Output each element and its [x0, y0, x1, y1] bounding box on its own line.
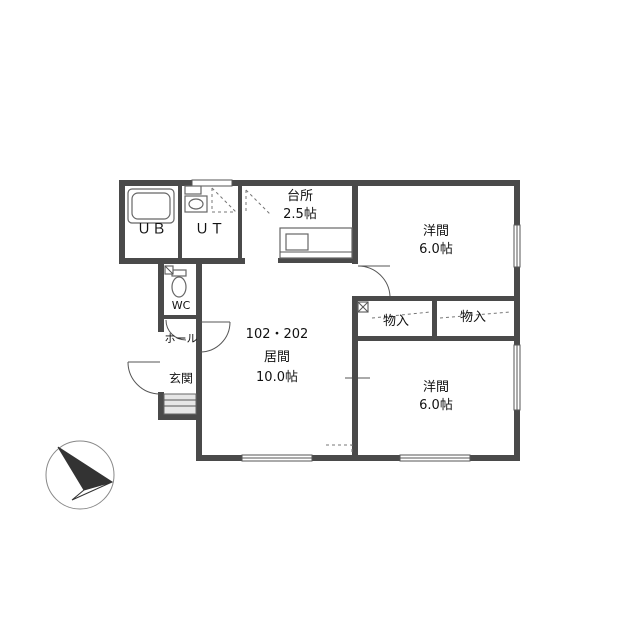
north-arrow: [45, 440, 115, 510]
walls: [119, 180, 520, 461]
unit-number: 102・202: [245, 326, 309, 342]
room-label-unit-bath: ＵＢ: [137, 221, 167, 238]
windows: [191, 179, 521, 462]
washbasin: [184, 185, 237, 213]
room-label-storage-left: 物入: [382, 313, 410, 329]
living-right-wall: [352, 296, 358, 460]
bath-bottom-wall: [119, 258, 245, 264]
room-label-hall: ホール: [164, 332, 198, 346]
room-label-bedroom-bottom: 洋間: [422, 379, 450, 395]
wc-bottom-wall: [160, 315, 200, 319]
outer-wall-right: [514, 180, 520, 460]
bath-divider-wall: [178, 184, 182, 260]
bath-left-wall: [119, 180, 125, 262]
kitchen-bottom-wall: [278, 258, 358, 263]
closet-divider-wall: [432, 296, 437, 341]
living-left-wall: [196, 262, 202, 460]
window-ut: [191, 179, 233, 187]
outer-wall-top: [119, 180, 519, 186]
room-label-storage-right: 物入: [459, 309, 487, 325]
room-label-bedroom-top: 洋間: [422, 223, 450, 239]
north-arrow-tail-icon: [71, 481, 113, 501]
room-size-kitchen: 2.5帖: [283, 206, 317, 222]
toilet: [164, 265, 187, 298]
kitchen-right-wall: [352, 180, 358, 264]
room-label-utility: ＵＴ: [195, 221, 225, 238]
room-size-living: 10.0帖: [256, 369, 298, 385]
entrance-left-wall: [158, 392, 164, 420]
room-size-bedroom-bottom: 6.0帖: [419, 397, 453, 413]
entrance-bottom-wall: [158, 414, 202, 420]
room-size-bedroom-top: 6.0帖: [419, 241, 453, 257]
doors: [127, 265, 511, 455]
entrance-step: [163, 393, 197, 415]
room-label-toilet: WC: [171, 299, 191, 313]
bathtub: [127, 188, 175, 224]
kitchen-counter: [245, 189, 353, 259]
ut-right-wall: [238, 184, 242, 260]
wc-left-wall: [158, 262, 164, 332]
room-label-kitchen: 台所: [286, 188, 314, 204]
room-label-living: 居間: [263, 349, 291, 365]
room-label-entrance: 玄関: [168, 371, 194, 386]
wc-right-wall: [196, 262, 202, 322]
